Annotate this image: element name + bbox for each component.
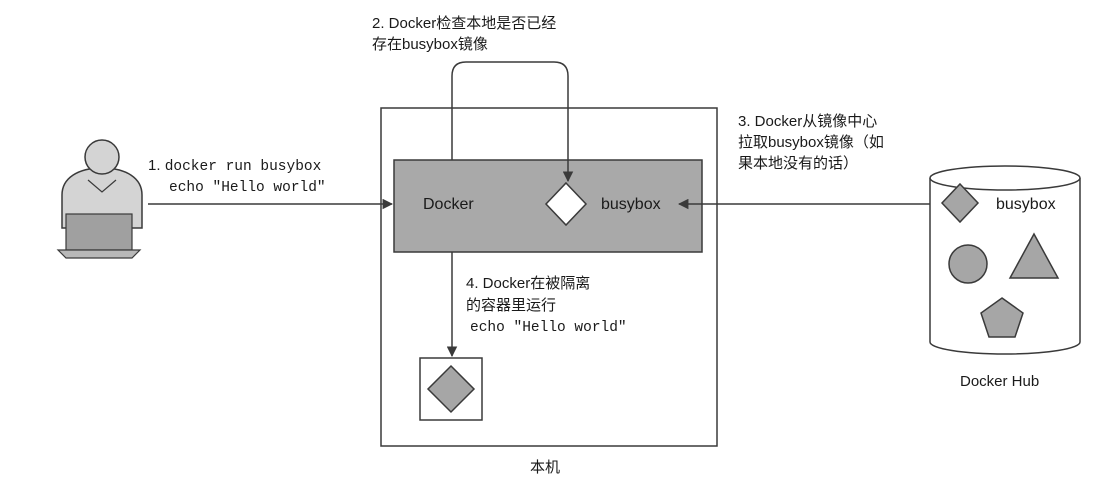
docker-engine-label: Docker — [423, 196, 474, 213]
step3-line2: 拉取busybox镜像（如 — [738, 134, 884, 151]
hub-busybox-diamond — [940, 182, 980, 224]
step4-line2: 的容器里运行 — [466, 297, 557, 314]
container-busybox-diamond — [426, 364, 476, 414]
hub-circle-image — [948, 244, 988, 284]
docker-hub-caption: Docker Hub — [960, 373, 1040, 390]
local-busybox-label: busybox — [601, 196, 661, 213]
step3-line3: 果本地没有的话） — [738, 155, 859, 172]
hub-pentagon-image — [980, 297, 1024, 338]
docker-hub-cylinder — [929, 165, 1081, 355]
step4-line1: 4. Docker在被隔离 — [466, 275, 591, 292]
container-box — [419, 357, 483, 421]
user-icon — [56, 139, 143, 259]
local-busybox-image-diamond — [544, 181, 588, 227]
step2-loop-arrow — [451, 61, 574, 183]
host-machine-caption: 本机 — [530, 459, 561, 476]
hub-busybox-label: busybox — [996, 196, 1056, 213]
step3-line1: 3. Docker从镜像中心 — [738, 113, 878, 130]
step1-number: 1. — [148, 157, 161, 174]
step1-command: docker run busybox — [164, 159, 322, 175]
laptop-icon — [56, 213, 142, 259]
step1-command-args: echo "Hello world" — [169, 180, 326, 196]
step4-command: echo "Hello world" — [470, 320, 627, 336]
step2-line2: 存在busybox镜像 — [372, 36, 488, 53]
step1-label: 1. docker run busybox — [148, 156, 321, 177]
hub-triangle-image — [1008, 232, 1060, 279]
step2-line1: 2. Docker检查本地是否已经 — [372, 15, 557, 32]
